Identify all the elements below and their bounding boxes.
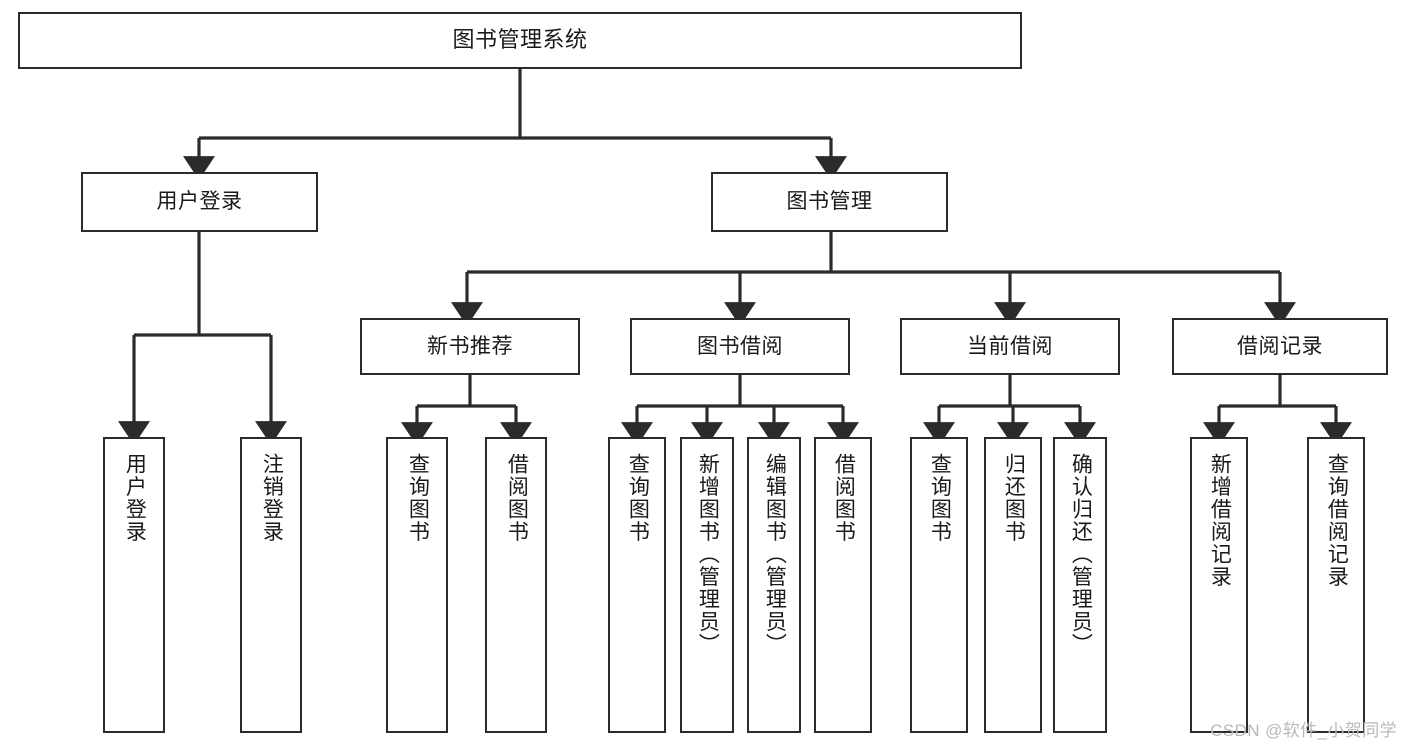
node-leaf-borrow-book-1-label: 借阅图书 — [505, 453, 529, 543]
node-leaf-query-book-3-label: 查询图书 — [928, 453, 952, 543]
node-root-label: 图书管理系统 — [452, 27, 588, 53]
node-current-borrow[interactable]: 当前借阅 — [900, 318, 1120, 375]
node-borrow-record[interactable]: 借阅记录 — [1172, 318, 1388, 375]
node-root[interactable]: 图书管理系统 — [18, 12, 1022, 69]
node-borrow-record-label: 借阅记录 — [1237, 334, 1323, 358]
node-leaf-edit-book-admin-label: 编辑图书（管理员） — [763, 453, 787, 656]
node-leaf-add-borrow-record-label: 新增借阅记录 — [1208, 453, 1232, 588]
node-leaf-confirm-return-admin-label: 确认归还（管理员） — [1069, 453, 1093, 656]
node-leaf-return-book[interactable]: 归还图书 — [984, 437, 1042, 733]
node-book-borrow-label: 图书借阅 — [697, 334, 783, 358]
node-leaf-return-book-label: 归还图书 — [1002, 453, 1026, 543]
node-leaf-query-borrow-record[interactable]: 查询借阅记录 — [1307, 437, 1365, 733]
node-new-book-recommend[interactable]: 新书推荐 — [360, 318, 580, 375]
node-leaf-user-logout[interactable]: 注销登录 — [240, 437, 302, 733]
node-leaf-user-login[interactable]: 用户登录 — [103, 437, 165, 733]
node-leaf-user-logout-label: 注销登录 — [260, 453, 284, 543]
node-leaf-query-book-2[interactable]: 查询图书 — [608, 437, 666, 733]
node-new-book-recommend-label: 新书推荐 — [427, 334, 513, 358]
node-book-manage-label: 图书管理 — [786, 190, 873, 214]
node-leaf-borrow-book-1[interactable]: 借阅图书 — [485, 437, 547, 733]
node-leaf-user-login-label: 用户登录 — [123, 453, 147, 543]
node-leaf-query-book-3[interactable]: 查询图书 — [910, 437, 968, 733]
node-leaf-confirm-return-admin[interactable]: 确认归还（管理员） — [1053, 437, 1107, 733]
watermark-text: CSDN @软件_小贺同学 — [1210, 721, 1397, 740]
node-leaf-query-book-1[interactable]: 查询图书 — [386, 437, 448, 733]
node-user-login[interactable]: 用户登录 — [81, 172, 318, 232]
node-leaf-add-book-admin-label: 新增图书（管理员） — [696, 453, 720, 656]
node-leaf-query-borrow-record-label: 查询借阅记录 — [1325, 453, 1349, 588]
node-leaf-query-book-2-label: 查询图书 — [626, 453, 650, 543]
node-book-borrow[interactable]: 图书借阅 — [630, 318, 850, 375]
node-leaf-borrow-book-2-label: 借阅图书 — [832, 453, 856, 543]
node-leaf-query-book-1-label: 查询图书 — [406, 453, 430, 543]
node-leaf-add-book-admin[interactable]: 新增图书（管理员） — [680, 437, 734, 733]
node-user-login-label: 用户登录 — [156, 190, 243, 214]
node-leaf-add-borrow-record[interactable]: 新增借阅记录 — [1190, 437, 1248, 733]
node-current-borrow-label: 当前借阅 — [967, 334, 1053, 358]
node-leaf-borrow-book-2[interactable]: 借阅图书 — [814, 437, 872, 733]
node-leaf-edit-book-admin[interactable]: 编辑图书（管理员） — [747, 437, 801, 733]
node-book-manage[interactable]: 图书管理 — [711, 172, 948, 232]
